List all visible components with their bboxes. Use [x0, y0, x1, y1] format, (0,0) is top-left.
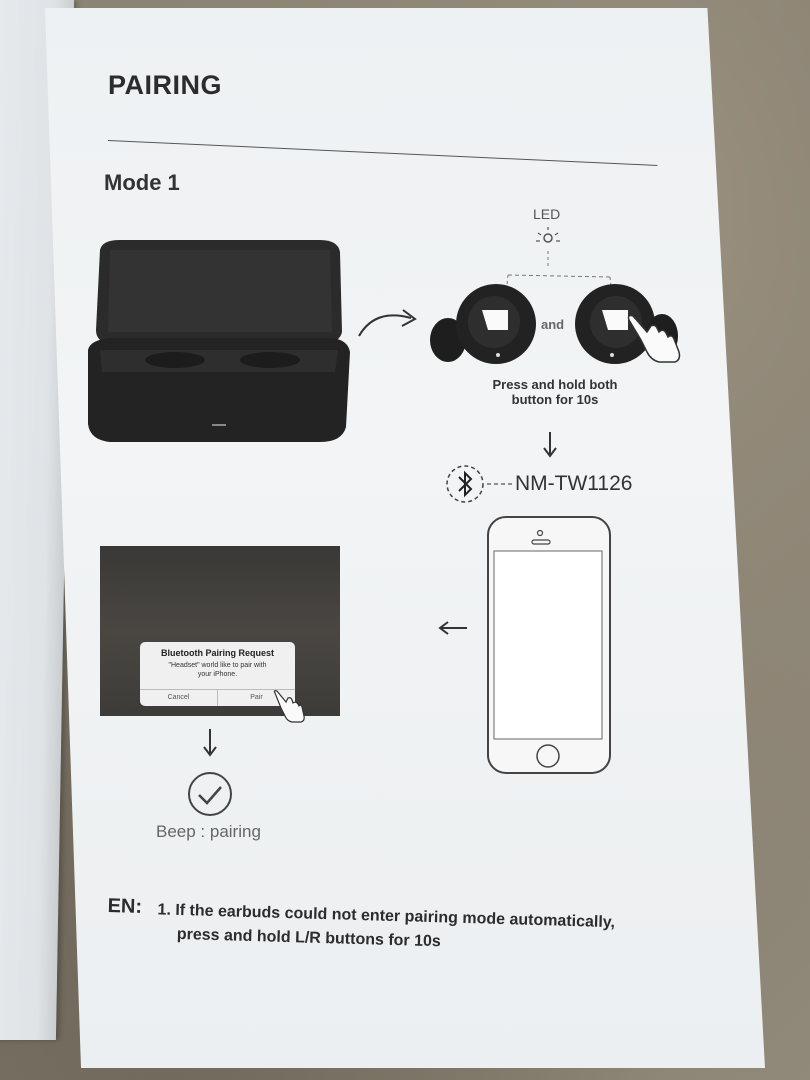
dialog-cancel-button[interactable]: Cancel: [140, 690, 218, 706]
device-name: NM-TW1126: [515, 472, 633, 495]
tap-hand-icon: [627, 314, 681, 363]
and-label: and: [541, 317, 565, 332]
left-earbud-illustration: [430, 284, 536, 364]
tap-hand-icon: [273, 690, 305, 723]
led-light-icon: [505, 227, 613, 296]
charging-case-illustration: [88, 240, 350, 442]
bluetooth-pairing-dialog: Bluetooth Pairing Request "Headset" worl…: [140, 642, 295, 706]
title-divider: [107, 140, 658, 166]
dialog-buttons: Cancel Pair: [140, 689, 295, 706]
dialog-message-line1: "Headset" world like to pair with: [168, 662, 267, 669]
dialog-pair-button[interactable]: Pair: [250, 694, 263, 701]
phone-illustration: [487, 516, 611, 774]
left-arrow-icon: [438, 621, 467, 635]
bluetooth-icon: [446, 465, 513, 503]
dialog-title: Bluetooth Pairing Request: [160, 648, 274, 658]
curved-arrow-icon: [358, 309, 417, 337]
dialog-message-line2: your iPhone.: [197, 671, 238, 678]
beep-pairing-label: Beep : pairing: [156, 822, 261, 841]
instruction-step1-line2: press and hold L/R buttons for 10s: [176, 925, 442, 951]
checkmark-circle-icon: [188, 772, 232, 816]
manual-page: [45, 8, 765, 1068]
mode-title: Mode 1: [104, 170, 180, 195]
down-arrow-icon: [543, 432, 557, 458]
dialog-message: "Headset" world like to pair with your i…: [146, 661, 289, 679]
instruction-block: EN: 1. If the earbuds could not enter pa…: [107, 893, 688, 950]
down-arrow-icon: [203, 729, 217, 757]
press-instruction-line2: button for 10s: [511, 392, 599, 407]
language-tag: EN:: [107, 894, 143, 918]
press-instruction: Press and hold both button for 10s: [470, 377, 640, 407]
page-title: PAIRING: [108, 70, 223, 100]
led-label: LED: [533, 206, 561, 222]
press-instruction-line1: Press and hold both: [492, 377, 618, 392]
